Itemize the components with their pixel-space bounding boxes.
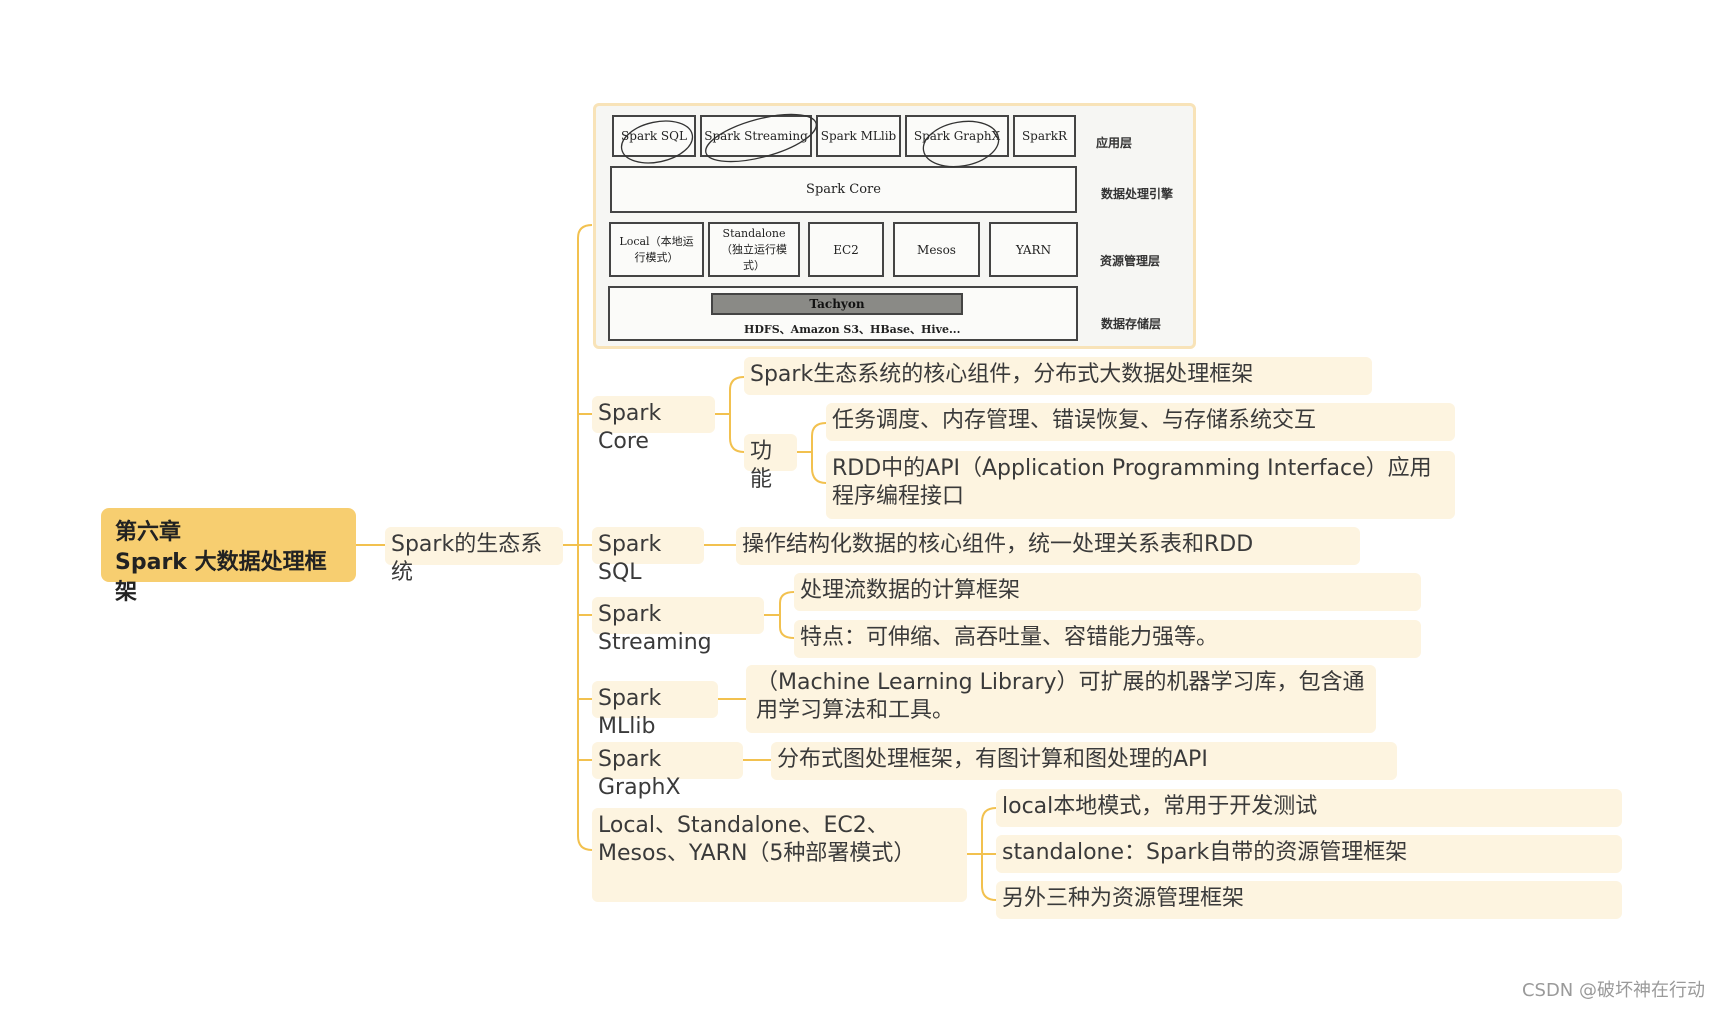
arch-label-app-layer: 应用层 [1096, 136, 1133, 150]
topic-spark-streaming[interactable]: Spark Streaming [592, 597, 764, 655]
arch-res-standalone: Standalone（独立运行模式） [708, 222, 800, 277]
arch-label-resource: 资源管理层 [1100, 254, 1161, 268]
topic-spark-sql[interactable]: Spark SQL [592, 527, 704, 585]
topic-spark-ecosystem[interactable]: Spark的生态系统 [385, 527, 563, 585]
arch-app-spark-mllib: Spark MLlib [816, 115, 901, 157]
topic-deploy-modes[interactable]: Local、Standalone、EC2、Mesos、YARN（5种部署模式） [592, 808, 967, 902]
arch-res-yarn: YARN [989, 222, 1078, 277]
topic-function-item-1[interactable]: 任务调度、内存管理、错误恢复、与存储系统交互 [826, 403, 1455, 441]
arch-label-engine: 数据处理引擎 [1101, 187, 1174, 201]
root-line2: Spark 大数据处理框架 [115, 550, 327, 605]
root-topic[interactable]: 第六章 Spark 大数据处理框架 [101, 508, 356, 605]
arch-res-ec2: EC2 [808, 222, 884, 277]
root-line1: 第六章 [115, 520, 182, 545]
topic-spark-core-functions[interactable]: 功能 [744, 434, 797, 492]
topic-function-item-2[interactable]: RDD中的API（Application Programming Interfa… [826, 451, 1455, 519]
topic-spark-graphx[interactable]: Spark GraphX [592, 742, 743, 800]
topic-spark-mllib-desc[interactable]: （Machine Learning Library）可扩展的机器学习库，包含通用… [746, 665, 1376, 733]
arch-res-local: Local（本地运行模式） [609, 222, 704, 277]
arch-app-sparkr: SparkR [1013, 115, 1076, 157]
arch-spark-core: Spark Core [610, 166, 1077, 213]
topic-streaming-item-2[interactable]: 特点：可伸缩、高吞吐量、容错能力强等。 [794, 620, 1421, 658]
hand-drawn-circles [620, 113, 1000, 168]
topic-spark-graphx-desc[interactable]: 分布式图处理框架，有图计算和图处理的API [771, 742, 1397, 780]
topic-deploy-item-1[interactable]: local本地模式，常用于开发测试 [996, 789, 1622, 827]
topic-spark-core[interactable]: Spark Core [592, 396, 715, 454]
arch-storage-list: HDFS、Amazon S3、HBase、Hive... [744, 323, 961, 336]
topic-streaming-item-1[interactable]: 处理流数据的计算框架 [794, 573, 1421, 611]
topic-spark-mllib[interactable]: Spark MLlib [592, 681, 718, 739]
arch-label-storage: 数据存储层 [1101, 317, 1162, 331]
topic-deploy-item-3[interactable]: 另外三种为资源管理框架 [996, 881, 1622, 919]
topic-deploy-item-2[interactable]: standalone：Spark自带的资源管理框架 [996, 835, 1622, 873]
spark-architecture-diagram[interactable]: Spark SQL Spark Streaming Spark MLlib Sp… [593, 103, 1196, 349]
watermark: CSDN @破坏神在行动 [1521, 980, 1705, 1001]
topic-spark-sql-desc[interactable]: 操作结构化数据的核心组件，统一处理关系表和RDD [736, 527, 1360, 565]
arch-res-mesos: Mesos [893, 222, 980, 277]
arch-storage-tachyon: Tachyon [711, 293, 963, 315]
topic-spark-core-desc[interactable]: Spark生态系统的核心组件，分布式大数据处理框架 [744, 357, 1372, 395]
